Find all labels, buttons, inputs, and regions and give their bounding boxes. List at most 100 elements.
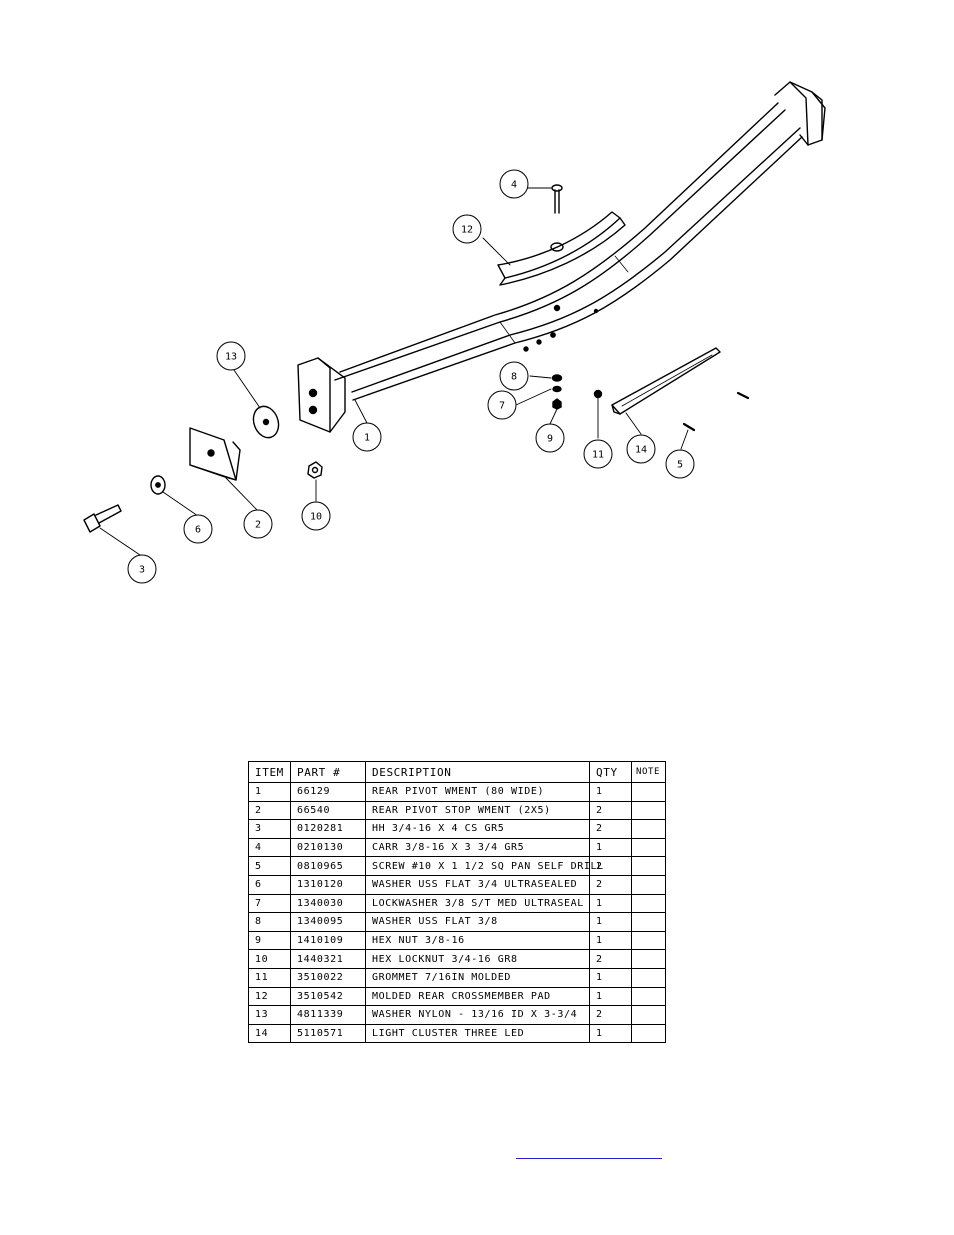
- table-header-row: ITEM PART # DESCRIPTION QTY NOTE: [248, 761, 666, 783]
- callout-label: 11: [592, 450, 604, 461]
- cell-item: 7: [248, 893, 291, 914]
- cell-note: [631, 949, 666, 969]
- cell-description: HEX NUT 3/8-16: [365, 930, 590, 951]
- callout-label: 9: [547, 434, 553, 445]
- callout-11: 11: [583, 439, 613, 469]
- header-note: NOTE: [631, 761, 666, 783]
- crossmember-frame: [297, 81, 826, 433]
- header-part-number: PART #: [290, 761, 366, 783]
- callout-9: 9: [535, 423, 565, 453]
- callout-1: 1: [352, 422, 382, 452]
- cell-note: [631, 912, 666, 932]
- cell-description: HH 3/4-16 X 4 CS GR5: [365, 819, 590, 839]
- cell-part-number: 0210130: [290, 837, 366, 858]
- cell-description: GROMMET 7/16IN MOLDED: [365, 967, 590, 988]
- cell-item: 10: [248, 949, 291, 969]
- cell-description: WASHER USS FLAT 3/4 ULTRASEALED: [365, 874, 590, 895]
- cell-qty: 1: [589, 930, 632, 951]
- crossmember-pad: [497, 211, 626, 286]
- cell-qty: 1: [589, 1023, 632, 1044]
- cell-item: 4: [248, 837, 291, 858]
- cell-item: 5: [248, 856, 291, 876]
- callout-label: 10: [310, 512, 322, 523]
- cell-qty: 2: [589, 800, 632, 821]
- cell-part-number: 1340030: [290, 893, 366, 914]
- footer-link[interactable]: [516, 1144, 662, 1159]
- cell-note: [631, 967, 666, 988]
- cell-part-number: 1310120: [290, 874, 366, 895]
- cell-description: HEX LOCKNUT 3/4-16 GR8: [365, 949, 590, 969]
- cell-note: [631, 893, 666, 914]
- cell-part-number: 5110571: [290, 1023, 366, 1044]
- cell-description: WASHER USS FLAT 3/8: [365, 912, 590, 932]
- cell-item: 8: [248, 912, 291, 932]
- nylon-washer: [252, 405, 280, 439]
- header-item: ITEM: [248, 761, 291, 783]
- cell-description: WASHER NYLON - 13/16 ID X 3-3/4: [365, 1005, 590, 1025]
- cell-description: LOCKWASHER 3/8 S/T MED ULTRASEAL: [365, 893, 590, 914]
- cell-note: [631, 800, 666, 821]
- cell-note: [631, 1023, 666, 1044]
- cell-part-number: 0810965: [290, 856, 366, 876]
- cell-qty: 1: [589, 782, 632, 802]
- callout-label: 3: [139, 565, 145, 576]
- callout-3: 3: [127, 554, 157, 584]
- cell-note: [631, 837, 666, 858]
- callout-7: 7: [487, 390, 517, 420]
- cell-qty: 2: [589, 874, 632, 895]
- callout-14: 14: [626, 434, 656, 464]
- flat-washer: [150, 475, 166, 495]
- cell-part-number: 1440321: [290, 949, 366, 969]
- cell-qty: 1: [589, 967, 632, 988]
- callout-label: 14: [635, 445, 647, 456]
- cell-qty: 2: [589, 856, 632, 876]
- cell-qty: 1: [589, 912, 632, 932]
- callout-4: 4: [499, 169, 529, 199]
- cell-part-number: 1340095: [290, 912, 366, 932]
- cell-qty: 2: [589, 949, 632, 969]
- callout-label: 8: [511, 372, 517, 383]
- cell-note: [631, 930, 666, 951]
- cell-note: [631, 856, 666, 876]
- cell-item: 11: [248, 967, 291, 988]
- pivot-stop-bracket: [189, 427, 241, 481]
- cell-qty: 1: [589, 986, 632, 1007]
- cell-item: 12: [248, 986, 291, 1007]
- cell-qty: 1: [589, 893, 632, 914]
- cell-part-number: 4811339: [290, 1005, 366, 1025]
- light-cluster: [611, 347, 721, 415]
- callout-label: 12: [461, 225, 473, 236]
- callout-6: 6: [183, 514, 213, 544]
- callout-12: 12: [452, 214, 482, 244]
- header-qty: QTY: [589, 761, 632, 783]
- carriage-bolt: [551, 184, 563, 214]
- hex-locknut: [307, 461, 323, 479]
- callout-label: 6: [195, 525, 201, 536]
- callout-10: 10: [301, 501, 331, 531]
- cell-note: [631, 782, 666, 802]
- cell-item: 2: [248, 800, 291, 821]
- cell-part-number: 0120281: [290, 819, 366, 839]
- callout-label: 2: [255, 520, 261, 531]
- cell-part-number: 3510022: [290, 967, 366, 988]
- cell-item: 6: [248, 874, 291, 895]
- callout-label: 13: [225, 352, 237, 363]
- callout-8: 8: [499, 361, 529, 391]
- hex-bolt: [83, 504, 122, 533]
- cell-description: REAR PIVOT STOP WMENT (2X5): [365, 800, 590, 821]
- cell-description: SCREW #10 X 1 1/2 SQ PAN SELF DRILL: [365, 856, 603, 876]
- cell-description: CARR 3/8-16 X 3 3/4 GR5: [365, 837, 590, 858]
